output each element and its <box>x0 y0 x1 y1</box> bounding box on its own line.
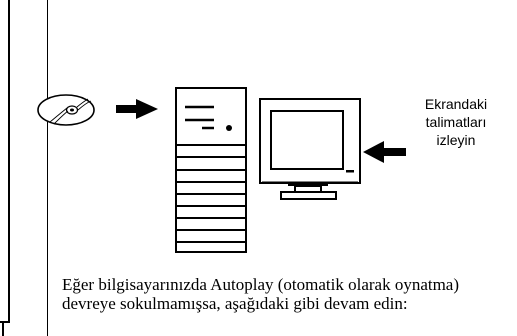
instruction-caption: Ekrandaki talimatları izleyin <box>424 96 488 148</box>
content-panel-border <box>47 0 517 336</box>
left-page-corner <box>0 321 10 323</box>
cd-disc-icon <box>37 94 95 126</box>
desktop-tower-icon <box>175 87 247 253</box>
left-page-edge <box>2 321 4 336</box>
crt-monitor-icon <box>259 98 361 200</box>
arrow-right-icon <box>116 99 158 119</box>
left-page-border <box>8 0 10 322</box>
autoplay-paragraph: Eğer bilgisayarınızda Autoplay (otomatik… <box>62 275 460 313</box>
arrow-left-icon <box>363 141 406 163</box>
